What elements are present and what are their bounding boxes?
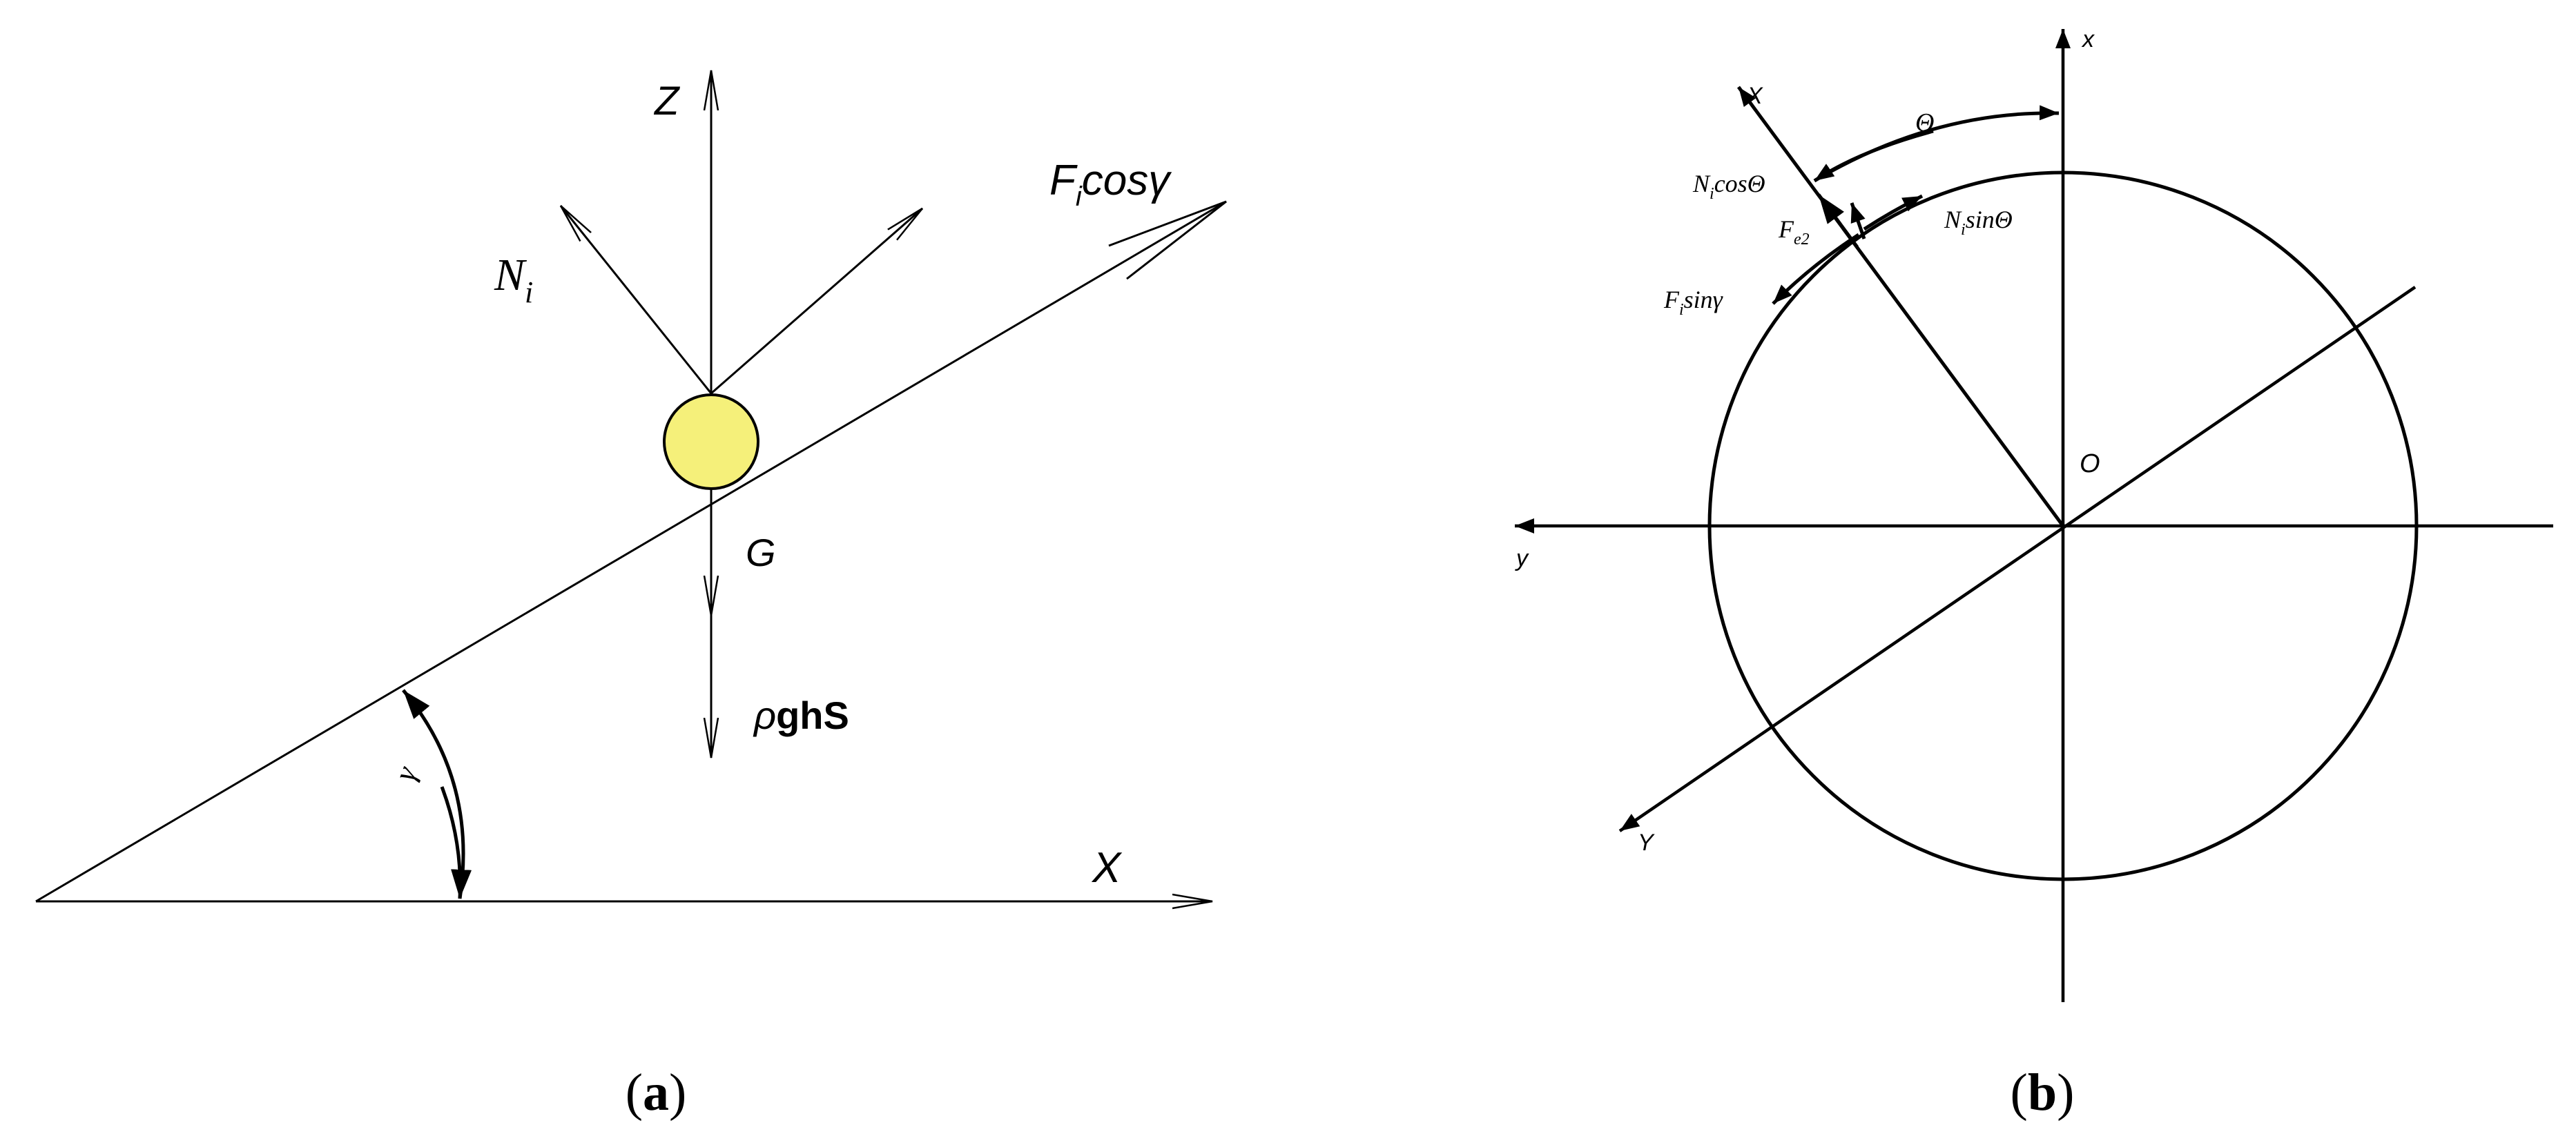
ni-sin-arrow <box>1863 194 1924 231</box>
fe2-arrow <box>1850 202 1866 239</box>
x-axis-label: X <box>1091 844 1123 892</box>
fi-sin-f: F <box>1663 286 1680 313</box>
ni-cos-n: N <box>1692 170 1711 197</box>
pressure-rho: ρ <box>753 694 776 737</box>
fi-sin-arrow <box>1772 233 1860 305</box>
X-big-axis <box>1736 86 2065 527</box>
inertia-force-label: Ficosγ <box>1049 157 1172 212</box>
x-small-label: x <box>2081 26 2095 52</box>
fi-sin-sub: i <box>1679 301 1684 319</box>
inertia-force-subscript: i <box>1076 182 1083 212</box>
caption-b-close: ) <box>2057 1064 2074 1122</box>
y-small-label: y <box>1515 545 1529 571</box>
fe2-f: F <box>1778 215 1794 243</box>
normal-force-main: N <box>494 250 527 300</box>
incline-line <box>35 200 1227 903</box>
theta-label: Θ <box>1915 108 1934 137</box>
normal-force-right-arrow <box>710 207 923 395</box>
caption-b-letter: b <box>2028 1064 2057 1122</box>
origin-label: O <box>2080 449 2100 478</box>
X-big-label: X <box>1746 83 1763 109</box>
ni-cos-rest: cosΘ <box>1714 170 1765 197</box>
Y-big-axis <box>1618 286 2417 832</box>
gravity-label: G <box>746 531 776 574</box>
z-axis-label: Z <box>653 79 681 124</box>
inertia-force-rest: cosγ <box>1082 157 1172 204</box>
caption-a-close: ) <box>669 1064 686 1122</box>
fe2-label: Fe2 <box>1778 215 1810 248</box>
theta-arc <box>1813 105 2060 183</box>
fi-sin-label: Fisinγ <box>1663 286 1723 319</box>
caption-b-open: ( <box>2011 1064 2028 1122</box>
fi-sin-rest: sinγ <box>1684 286 1723 313</box>
pressure-rest: ghS <box>776 694 849 737</box>
normal-force-label: Ni <box>494 250 533 309</box>
ni-sin-label: NisinΘ <box>1944 206 2013 239</box>
ni-sin-n: N <box>1944 206 1962 233</box>
angle-arc-lower <box>440 786 472 899</box>
normal-force-subscript: i <box>525 275 533 309</box>
ni-cos-label: NicosΘ <box>1692 170 1765 203</box>
theta-arc-start <box>1813 129 1934 183</box>
Y-big-label: Y <box>1638 830 1655 856</box>
inertia-force-f: F <box>1049 157 1078 204</box>
caption-a: (a) <box>626 1064 687 1122</box>
caption-b: (b) <box>2011 1064 2075 1122</box>
ni-cos-sub: i <box>1710 185 1714 203</box>
angle-arc <box>402 689 465 899</box>
normal-force-left-arrow <box>559 205 713 394</box>
particle-ball <box>663 393 759 490</box>
caption-a-open: ( <box>626 1064 643 1122</box>
incline-force-arrowhead <box>1108 200 1227 280</box>
ni-sin-sub: i <box>1961 221 1966 239</box>
fe2-sub: e2 <box>1794 231 1810 248</box>
angle-label: γ <box>387 761 424 785</box>
pressure-label: ρghS <box>753 694 849 737</box>
caption-a-letter: a <box>643 1064 669 1122</box>
panel-a: Z X Ni Ficosγ G ρghS γ (a) <box>35 70 1227 1122</box>
panel-b: x X y Y O Θ NicosΘ Fe2 NisinΘ Fisinγ (b) <box>1515 26 2553 1122</box>
ni-sin-rest: sinΘ <box>1966 206 2013 233</box>
